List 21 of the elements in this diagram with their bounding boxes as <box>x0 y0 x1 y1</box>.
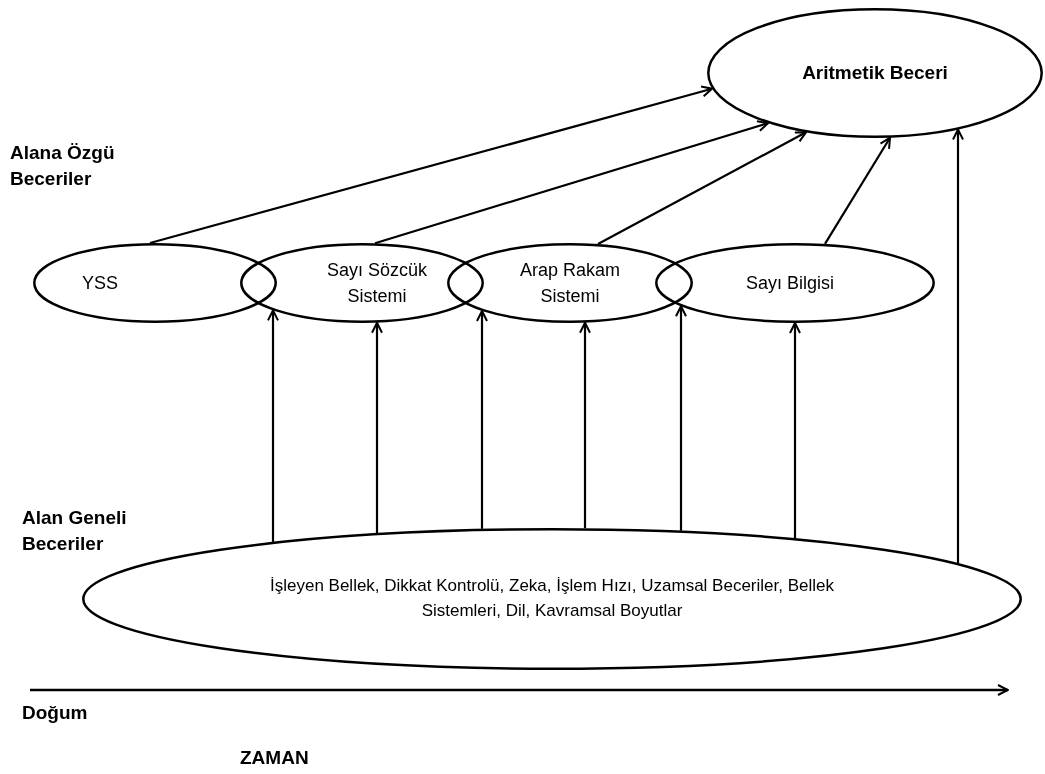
arrow <box>789 322 801 539</box>
arrow <box>824 136 891 245</box>
side-label: ZAMAN <box>240 746 310 770</box>
arrow <box>374 120 769 245</box>
side-label: Alana Özgü Beceriler <box>10 141 116 191</box>
node-text: Sayı Bilgisi <box>746 271 834 295</box>
arrow <box>476 309 488 529</box>
node-text: Arap Rakam Sistemi <box>518 258 621 308</box>
arrow <box>149 85 713 245</box>
arrow <box>267 309 279 542</box>
arrow <box>579 321 591 529</box>
node-text: Sayı Sözcük Sistemi <box>325 258 428 308</box>
side-label: Doğum <box>22 701 89 725</box>
arrow <box>371 321 383 534</box>
node-text: YSS <box>82 271 118 295</box>
arrow <box>597 131 807 245</box>
arrow <box>952 128 964 564</box>
arrow <box>675 305 687 531</box>
node-text: Aritmetik Beceri <box>802 61 948 86</box>
node-text: İşleyen Bellek, Dikkat Kontrolü, Zeka, İşlem Hızı, Uzamsal Beceriler, Bellek Sistemleri, Dil, Kavramsal Boyutlar <box>268 575 835 622</box>
side-label: Alan Geneli Beceriler <box>22 506 128 556</box>
